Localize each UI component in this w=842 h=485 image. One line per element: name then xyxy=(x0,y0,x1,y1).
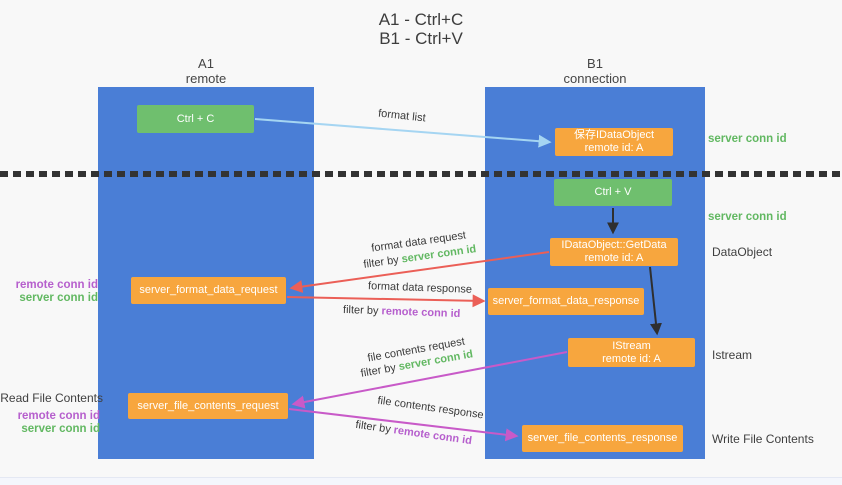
remote-conn-id-highlight: remote conn id xyxy=(392,424,473,448)
filter-by-text: filter by xyxy=(362,253,403,271)
lane-a1-subtitle: remote xyxy=(185,71,227,86)
lane-b1-name: B1 xyxy=(587,56,603,71)
filter-by-text: filter by xyxy=(359,361,400,380)
conn-id-pair-annotation-1: remote conn id server conn id xyxy=(0,279,98,305)
format-list-label: format list xyxy=(377,107,427,125)
write-file-contents-annotation: Write File Contents xyxy=(712,432,814,446)
istream-node: IStream remote id: A xyxy=(568,338,695,367)
server-file-contents-response-node: server_file_contents_response xyxy=(522,425,683,452)
arrow-format-data-response xyxy=(286,294,486,308)
idataobject-getdata-node: IDataObject::GetData remote id: A xyxy=(550,238,678,266)
remote-conn-id-annotation-2: remote conn id xyxy=(17,410,100,422)
dataobject-annotation: DataObject xyxy=(712,245,773,259)
save-dataobject-line2: remote id: A xyxy=(584,142,644,154)
server-file-contents-request-node: server_file_contents_request xyxy=(128,393,288,419)
format-response-label: server_format_data_response xyxy=(492,295,640,307)
lane-header-b1: B1 connection xyxy=(515,56,675,86)
istream-line2: remote id: A xyxy=(602,352,661,365)
remote-conn-id-highlight: remote conn id xyxy=(381,305,461,321)
istream-annotation: Istream xyxy=(712,348,753,362)
lane-a1-name: A1 xyxy=(198,56,214,71)
getdata-line2: remote id: A xyxy=(584,252,644,264)
file-request-label: server_file_contents_request xyxy=(137,399,279,412)
read-file-contents-annotation: Read File Contents xyxy=(0,391,103,405)
filter-by-remote-conn-id-label-1: filter by remote conn id xyxy=(343,304,461,320)
diagram-title: A1 - Ctrl+C B1 - Ctrl+V xyxy=(0,10,842,48)
server-conn-id-annotation-2: server conn id xyxy=(708,211,787,223)
ctrl-c-node: Ctrl + C xyxy=(137,105,254,133)
lane-b1-subtitle: connection xyxy=(563,71,627,86)
window-bottom-strip xyxy=(0,477,842,485)
istream-line1: IStream xyxy=(612,339,651,352)
server-format-data-response-node: server_format_data_response xyxy=(488,288,644,315)
filter-by-text: filter by xyxy=(342,303,382,318)
file-contents-response-label: file contents response xyxy=(376,394,485,422)
remote-conn-id-annotation-1: remote conn id xyxy=(15,279,98,291)
file-response-label: server_file_contents_response xyxy=(527,432,678,444)
title-line-1: A1 - Ctrl+C xyxy=(378,10,464,29)
getdata-line1: IDataObject::GetData xyxy=(561,239,667,251)
save-dataobject-line1: 保存IDataObject xyxy=(573,129,655,141)
ctrl-v-label: Ctrl + V xyxy=(594,186,632,198)
filter-by-remote-conn-id-label-2: filter by remote conn id xyxy=(355,419,473,447)
format-request-label: server_format_data_request xyxy=(139,284,278,296)
lane-header-a1: A1 remote xyxy=(126,56,286,86)
server-conn-id-annotation-left-1: server conn id xyxy=(19,292,98,304)
server-conn-id-annotation-left-2: server conn id xyxy=(21,423,100,435)
filter-by-text: filter by xyxy=(354,418,395,437)
server-format-data-request-node: server_format_data_request xyxy=(131,277,286,304)
title-line-2: B1 - Ctrl+V xyxy=(379,29,463,48)
ctrl-v-node: Ctrl + V xyxy=(554,179,672,206)
server-conn-id-annotation-1: server conn id xyxy=(708,133,787,145)
format-data-response-label: format data response xyxy=(367,280,473,296)
ctrl-c-label: Ctrl + C xyxy=(176,112,215,125)
conn-id-pair-annotation-2: remote conn id server conn id xyxy=(2,410,100,436)
save-dataobject-node: 保存IDataObject remote id: A xyxy=(555,128,673,156)
phase-separator-dotted-line xyxy=(0,171,842,177)
